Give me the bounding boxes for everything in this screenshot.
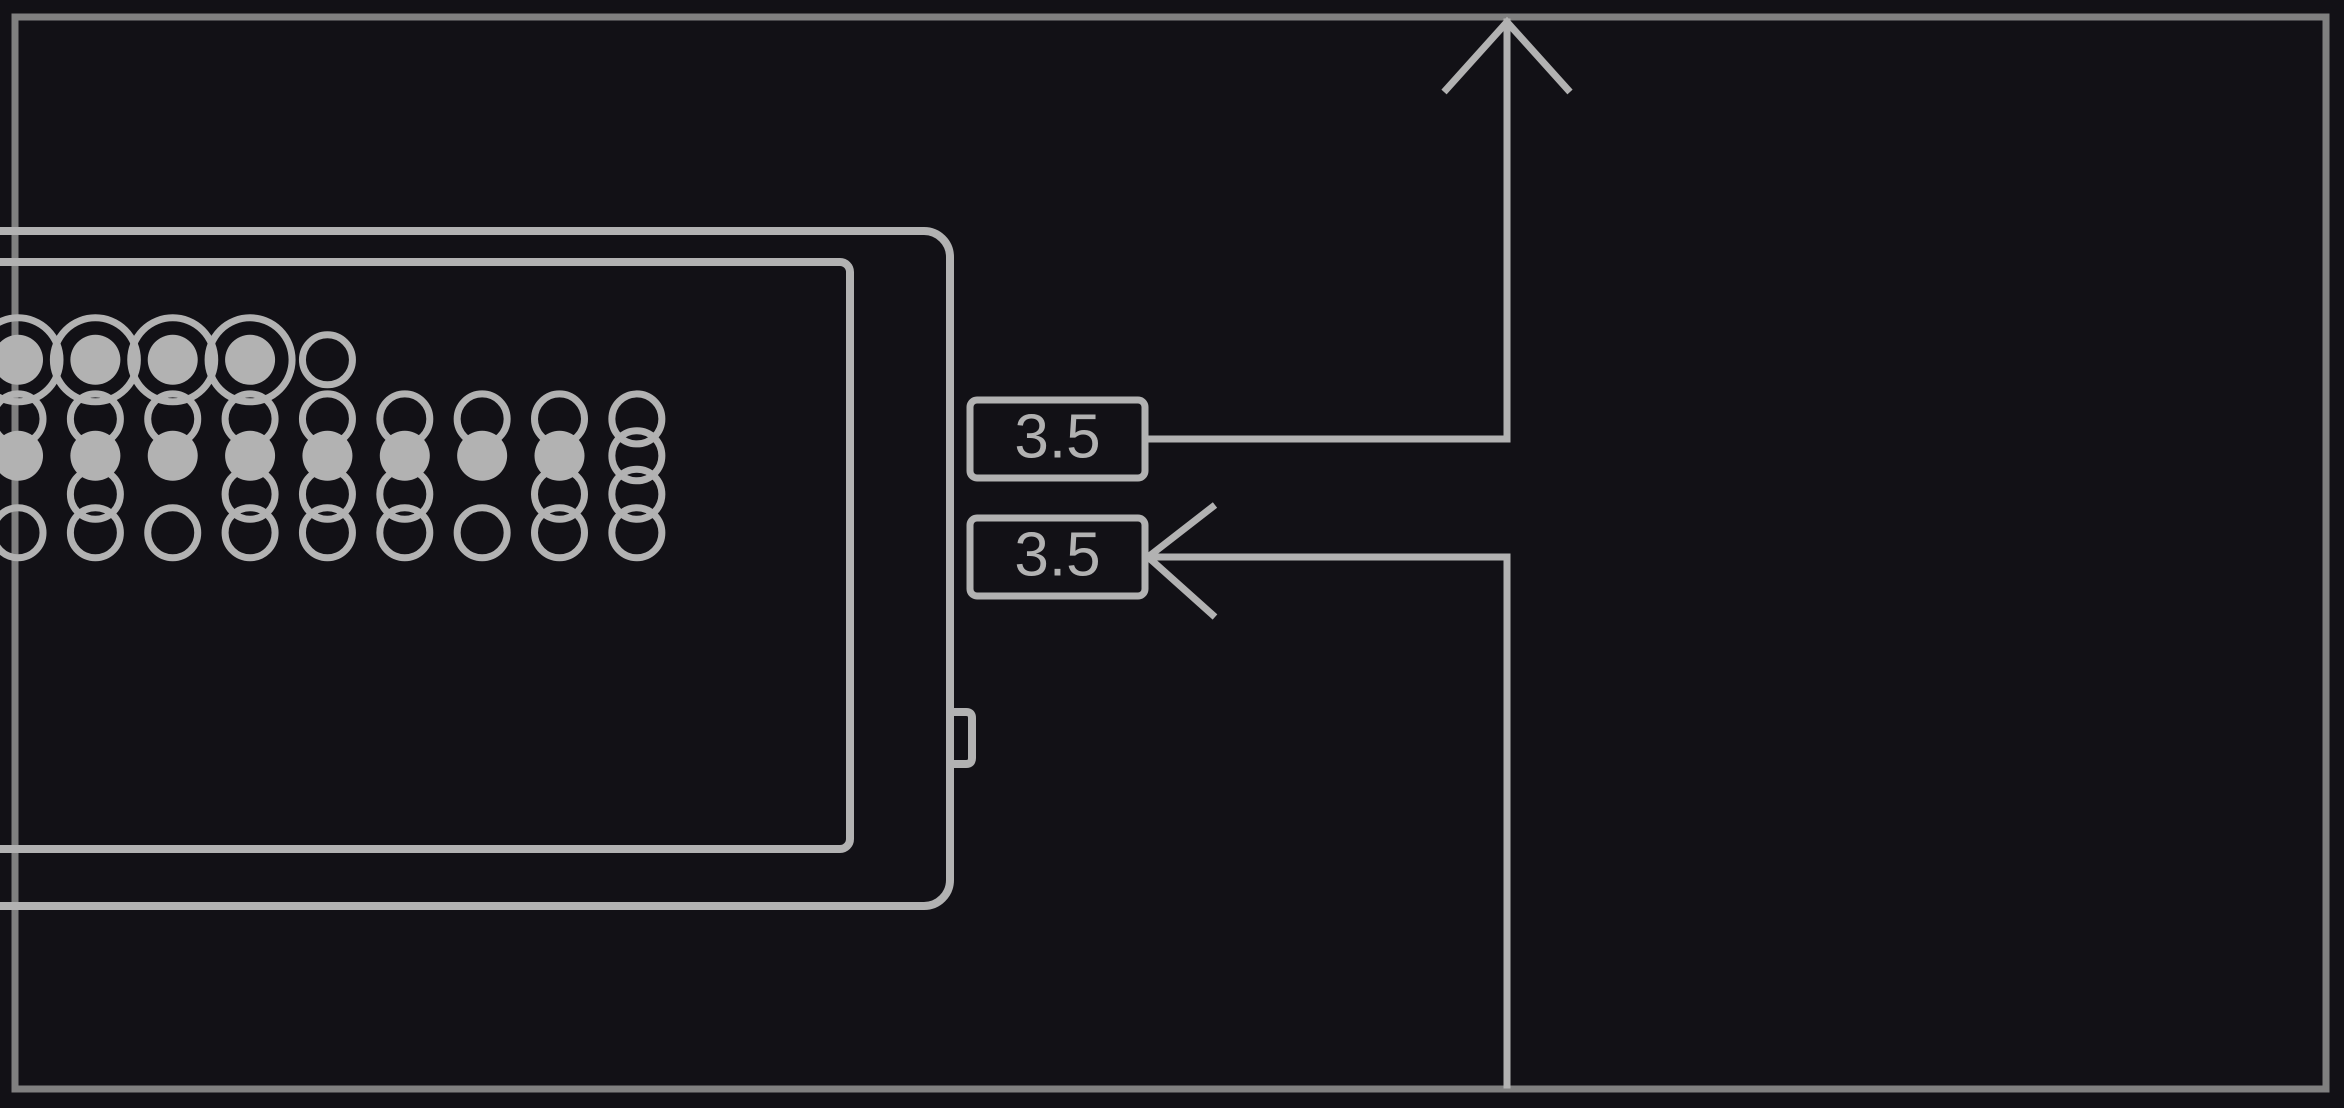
leader-line-lower (1144, 553, 1511, 1089)
pad-filled (147, 430, 198, 481)
pad-filled (457, 430, 508, 481)
pad-ring (298, 504, 356, 562)
dimension-label-upper[interactable]: 3.5 (966, 396, 1149, 482)
pad-ring (144, 504, 202, 562)
pad-ring (531, 465, 589, 523)
arrowhead-up-icon (1441, 16, 1573, 95)
leader-line-upper (1141, 18, 1511, 443)
pad-ring-small (298, 331, 356, 389)
row-4-sparse-rings (66, 465, 666, 523)
row-2-rings (0, 390, 666, 448)
pad-array (0, 314, 666, 562)
connector-side-tab (950, 708, 976, 768)
pad-ring (453, 504, 511, 562)
pad-ring (298, 465, 356, 523)
dimension-label-lower[interactable]: 3.5 (966, 514, 1149, 600)
row-3-filled (0, 427, 666, 485)
arrowhead-left-icon (1142, 502, 1218, 620)
pad-ring (376, 504, 434, 562)
pad-filled (379, 430, 430, 481)
pad-filled (70, 430, 121, 481)
pad-concentric (204, 314, 296, 406)
connector-body (0, 227, 976, 910)
pad-ring (376, 465, 434, 523)
pad-concentric (127, 314, 219, 406)
pad-ring (221, 504, 279, 562)
connector-outline-inner (0, 258, 854, 853)
dimension-label-upper-value: 3.5 (1014, 402, 1100, 471)
dimension-label-lower-value: 3.5 (1014, 520, 1100, 589)
pad-concentric (49, 314, 141, 406)
drawing-border (11, 13, 2330, 1093)
pad-ring (608, 504, 666, 562)
pad-ring (608, 427, 666, 485)
pad-ring (608, 390, 666, 448)
row-1-large-pads (0, 314, 356, 406)
row-5-rings (0, 504, 666, 562)
dimension-label-upper-box[interactable] (966, 396, 1149, 482)
dimension-leaders (1141, 16, 1573, 1089)
pad-filled (302, 430, 353, 481)
pad-filled (534, 430, 585, 481)
pad-ring (221, 465, 279, 523)
pad-ring (66, 504, 124, 562)
dimension-label-lower-box[interactable] (966, 514, 1149, 600)
pad-ring (531, 504, 589, 562)
pad-filled (0, 430, 44, 481)
pad-ring (608, 465, 666, 523)
pad-concentric (0, 314, 64, 406)
pad-filled (225, 430, 276, 481)
connector-outline-outer (0, 227, 954, 910)
pad-ring (66, 465, 124, 523)
pad-ring (0, 504, 47, 562)
